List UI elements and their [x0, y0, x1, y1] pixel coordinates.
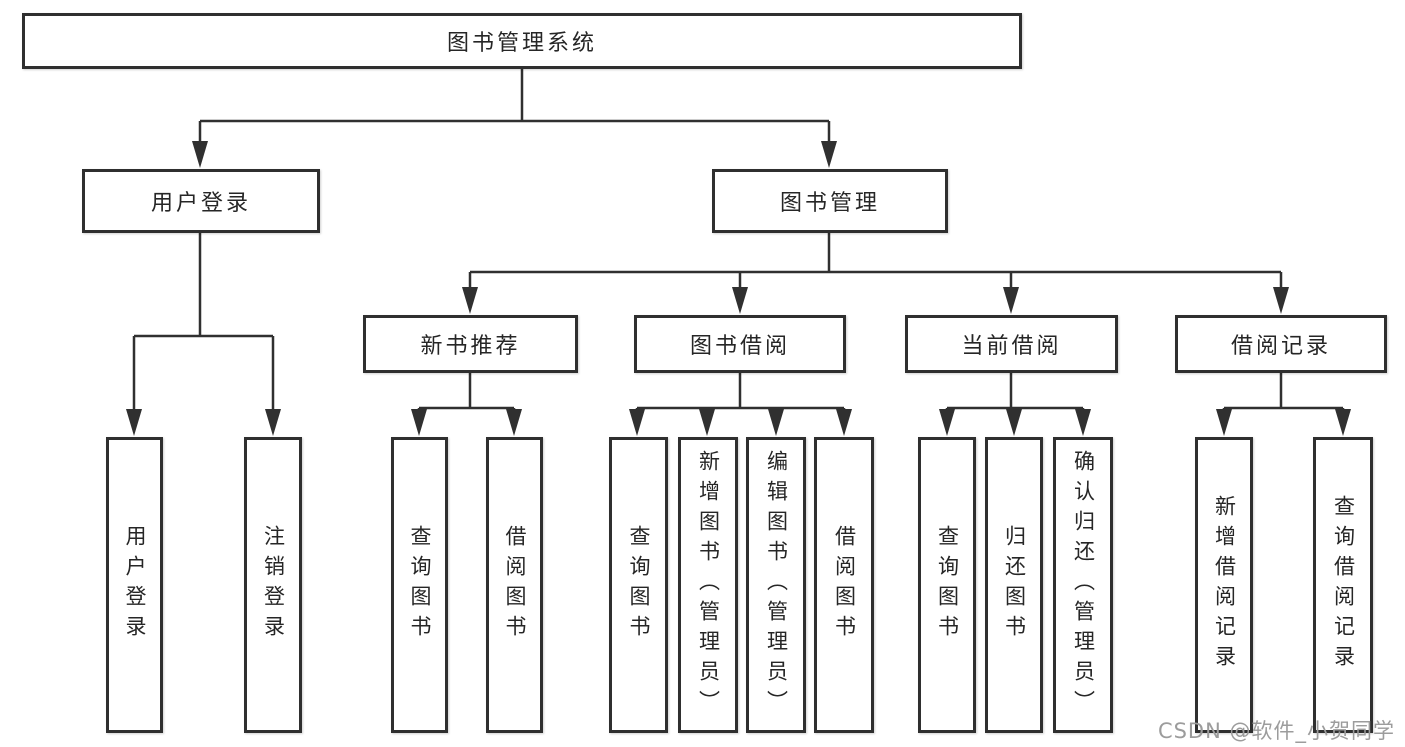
leaf-label: 新增图书（管理员）	[696, 450, 721, 720]
leaf-label: 确认归还（管理员）	[1071, 450, 1096, 720]
leaf-label: 新增借阅记录	[1212, 495, 1237, 675]
leaf-add-borrow-record: 新增借阅记录	[1195, 437, 1253, 733]
leaf-label: 注销登录	[261, 525, 286, 645]
leaf-edit-book-admin: 编辑图书（管理员）	[746, 437, 806, 733]
leaf-logout: 注销登录	[244, 437, 302, 733]
node-library-management-system: 图书管理系统	[22, 13, 1022, 69]
leaf-label: 借阅图书	[832, 525, 857, 645]
leaf-borrow-books-recommend: 借阅图书	[486, 437, 543, 733]
leaf-add-book-admin: 新增图书（管理员）	[678, 437, 738, 733]
leaf-label: 归还图书	[1002, 525, 1027, 645]
node-book-borrowing: 图书借阅	[634, 315, 846, 373]
node-new-book-recommendation: 新书推荐	[363, 315, 578, 373]
leaf-label: 查询图书	[627, 525, 651, 645]
leaf-label: 查询借阅记录	[1331, 495, 1356, 675]
node-borrowing-records: 借阅记录	[1175, 315, 1387, 373]
leaf-label: 编辑图书（管理员）	[764, 450, 789, 720]
leaf-user-login: 用户登录	[106, 437, 163, 733]
leaf-label: 查询图书	[935, 525, 960, 645]
leaf-query-books-current: 查询图书	[918, 437, 976, 733]
leaf-return-books: 归还图书	[985, 437, 1043, 733]
leaf-query-books-recommend: 查询图书	[391, 437, 448, 733]
node-current-borrowing: 当前借阅	[905, 315, 1118, 373]
node-user-login: 用户登录	[82, 169, 320, 233]
leaf-label: 借阅图书	[503, 525, 527, 645]
node-book-management: 图书管理	[712, 169, 948, 233]
leaf-label: 用户登录	[123, 525, 147, 645]
leaf-borrow-books-borrowing: 借阅图书	[814, 437, 874, 733]
leaf-query-borrow-record: 查询借阅记录	[1313, 437, 1373, 733]
leaf-label: 查询图书	[408, 525, 432, 645]
csdn-watermark: CSDN @软件_小贺同学	[1157, 719, 1395, 743]
leaf-query-books-borrowing: 查询图书	[609, 437, 668, 733]
leaf-confirm-return-admin: 确认归还（管理员）	[1053, 437, 1113, 733]
